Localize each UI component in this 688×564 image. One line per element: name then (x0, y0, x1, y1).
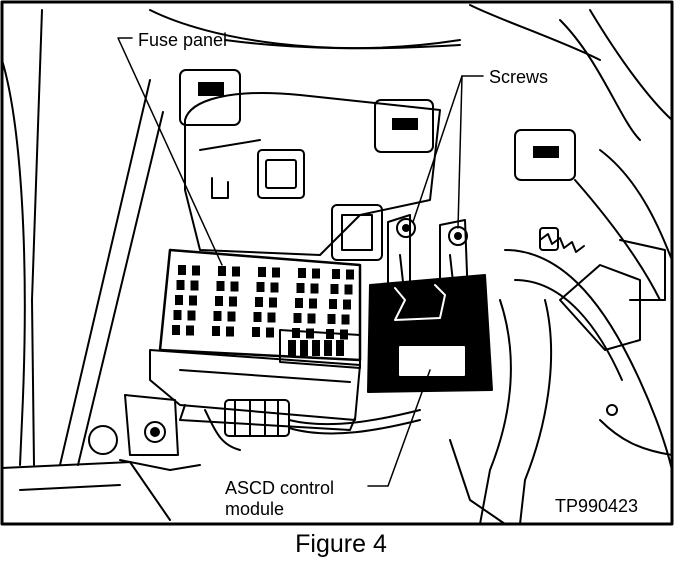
bracket-bolt (144, 421, 166, 443)
fuse-cell (190, 280, 199, 291)
fuse-cell (330, 284, 339, 294)
fuse-cell (295, 298, 303, 308)
fuse-cell (186, 325, 194, 336)
fuse-cell (256, 282, 265, 292)
fuse-cell (213, 311, 222, 321)
fuse-cell (332, 269, 340, 279)
wire-harness (449, 9, 673, 525)
fuse-cell (218, 266, 226, 276)
fuse-cell (173, 310, 182, 320)
figure-caption: Figure 4 (295, 530, 387, 558)
fuse-cell (175, 295, 183, 305)
fuse-cell (312, 268, 320, 279)
fuse-cell (212, 326, 220, 336)
fuse-cell (272, 267, 280, 278)
fuse-cell (292, 328, 300, 338)
fuse-cell (341, 314, 350, 325)
fuse-cell (288, 340, 296, 356)
illustration-code: TP990423 (555, 496, 638, 516)
left-trim-panel (1, 9, 171, 521)
leader-fuse-panel (117, 37, 223, 266)
fuse-cell (270, 282, 279, 293)
clip-right (514, 129, 576, 181)
fuse-cell (172, 325, 180, 335)
fuse-cell (324, 340, 332, 356)
fuse-cell (293, 313, 302, 323)
leader-screw-right (457, 75, 463, 229)
fuse-cell (298, 268, 306, 278)
screw-right (448, 226, 468, 246)
fuse-cell (253, 312, 262, 322)
label-ascd-line1: ASCD control (225, 478, 334, 498)
ascd-control-module (367, 274, 493, 393)
fuse-cell (327, 314, 336, 324)
fuse-cell (230, 281, 239, 292)
screw-left (396, 218, 416, 238)
fuse-cell (266, 327, 274, 338)
fuse-cell (252, 327, 260, 337)
label-ascd-line2: module (225, 499, 284, 519)
mounting-bracket (88, 394, 201, 471)
label-screws: Screws (489, 67, 548, 87)
fuse-cell (226, 326, 234, 337)
fuse-cell (344, 284, 353, 295)
side-connector (331, 204, 383, 261)
fuse-cell (258, 267, 266, 277)
fuse-cell (176, 280, 185, 290)
fuse-cell (255, 297, 263, 307)
fuse-cell (229, 296, 237, 307)
fuse-cell (227, 311, 236, 322)
fuse-cell (329, 299, 337, 309)
fuse-cell (232, 266, 240, 277)
relay-connector (257, 149, 305, 199)
grommet (88, 425, 118, 455)
fuse-cell (300, 340, 308, 356)
fuse-cell (346, 269, 354, 280)
fuse-cell (267, 312, 276, 323)
fuse-cell (307, 313, 316, 324)
clip-center (374, 99, 434, 153)
fuse-cell (309, 298, 317, 309)
leader-screw-left (412, 75, 484, 223)
fuse-panel-body (179, 69, 576, 256)
fuse-cell (216, 281, 225, 291)
fuse-cell (310, 283, 319, 294)
fuse-cell (192, 265, 200, 276)
fuse-cell (296, 283, 305, 293)
fuse-cell (178, 265, 186, 275)
clip-left (179, 69, 241, 126)
lower-connector (204, 399, 421, 451)
leader-lines (117, 37, 484, 487)
fuse-cell (343, 299, 351, 310)
fuse-cell (215, 296, 223, 306)
fuse-cell (336, 340, 344, 356)
fuse-grid (149, 248, 362, 431)
fuse-cell (312, 340, 320, 356)
fuse-cell (306, 328, 314, 339)
fuse-cell (269, 297, 277, 308)
leader-ascd-module (367, 369, 431, 487)
fuse-cell (189, 295, 197, 306)
illustration-frame (0, 0, 674, 526)
label-fuse-panel: Fuse panel (138, 30, 227, 50)
fuse-cell (187, 310, 196, 321)
